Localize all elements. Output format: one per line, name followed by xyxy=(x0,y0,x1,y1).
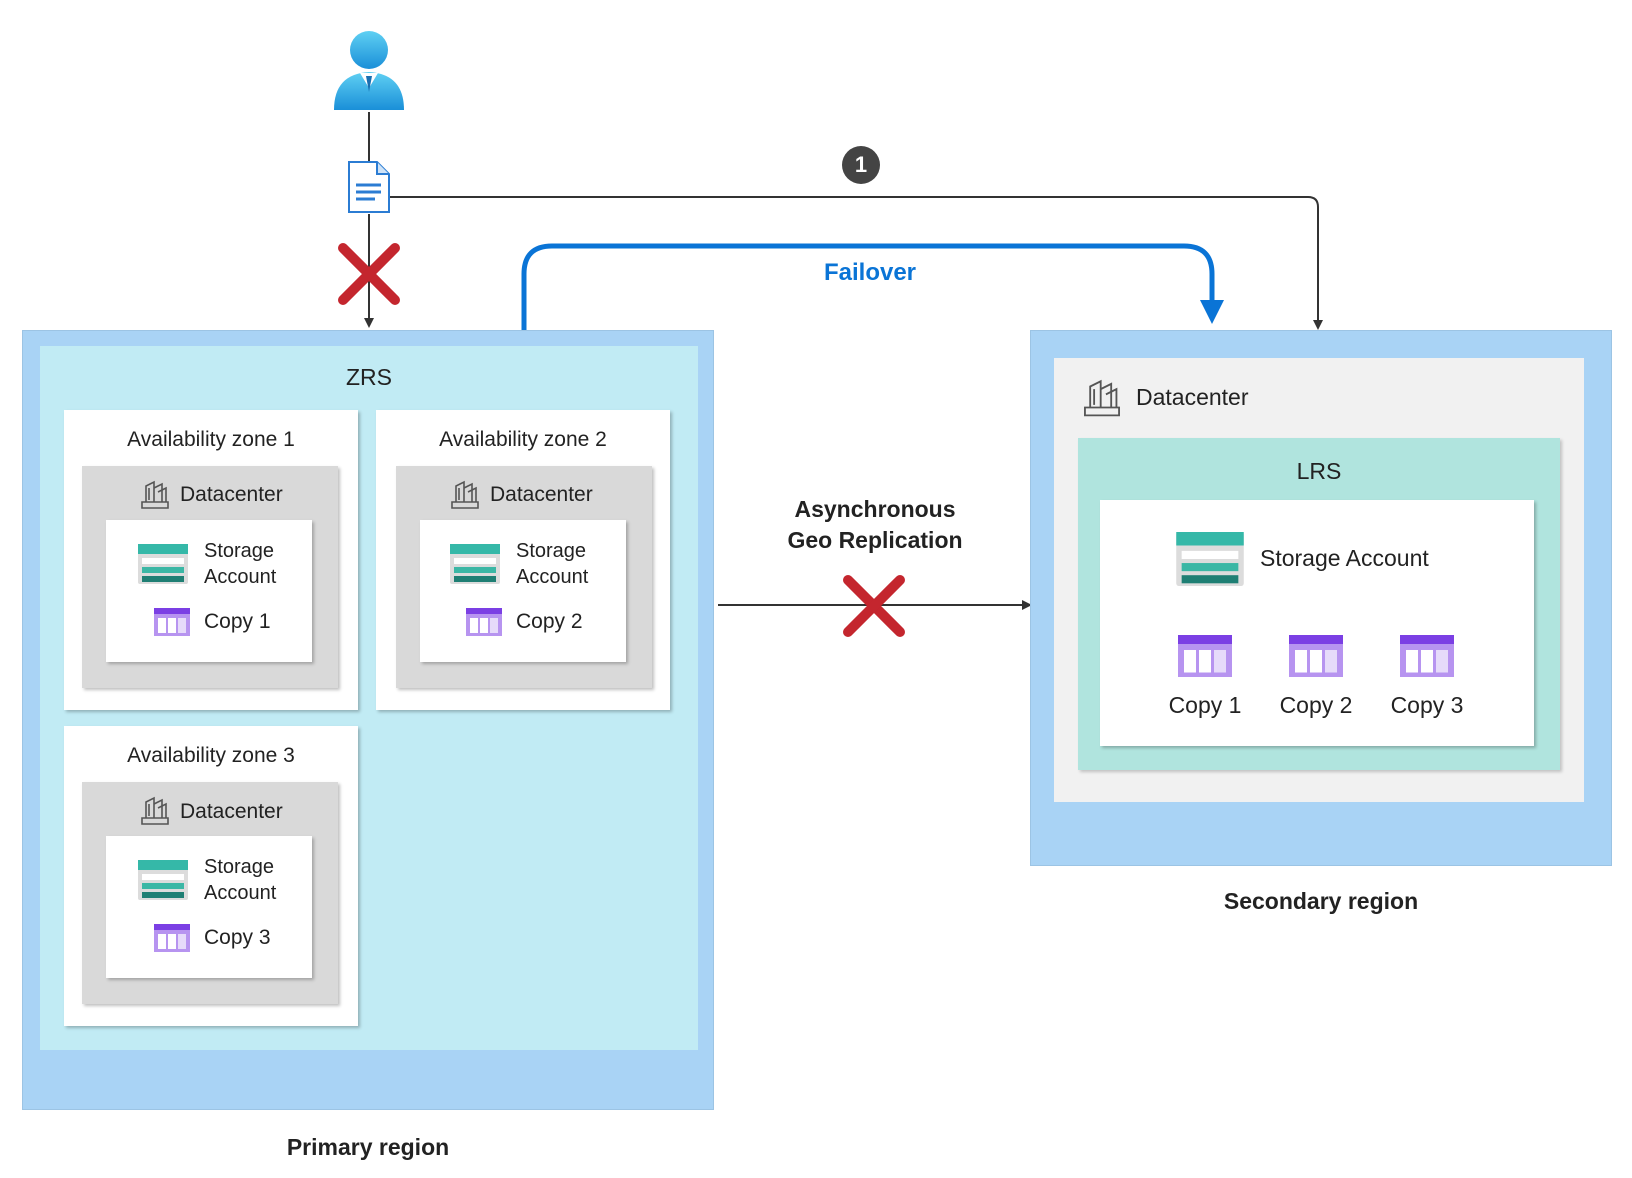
storage-label-line2: Account xyxy=(516,566,589,588)
secondary-region-label: Secondary region xyxy=(1223,888,1419,914)
storage-card xyxy=(106,520,312,662)
datacenter-label: Datacenter xyxy=(180,800,283,823)
copy-table-icon xyxy=(1289,634,1343,683)
datacenter-icon xyxy=(1082,376,1122,423)
user-icon xyxy=(330,30,408,117)
copy-label: Copy 1 xyxy=(204,610,271,633)
copy-label: Copy 3 xyxy=(1390,692,1464,718)
datacenter-icon xyxy=(140,794,170,831)
lrs-label: LRS xyxy=(1296,458,1342,484)
storage-account-icon xyxy=(450,544,500,589)
storage-account-icon xyxy=(138,860,188,905)
replication-failed-x-icon xyxy=(842,574,906,643)
document-icon xyxy=(347,160,391,219)
step-number: 1 xyxy=(854,152,868,177)
storage-card xyxy=(420,520,626,662)
copy-label: Copy 1 xyxy=(1168,692,1242,718)
copy-table-icon xyxy=(1178,634,1232,683)
storage-account-label: Storage Account xyxy=(516,538,588,590)
document-to-secondary-arrow xyxy=(390,196,1323,330)
storage-card xyxy=(106,836,312,978)
storage-label-line1: Storage xyxy=(516,540,587,562)
replication-label-line1: Asynchronous xyxy=(794,496,956,522)
storage-account-label: Storage Account xyxy=(204,538,276,590)
storage-account-icon xyxy=(138,544,188,589)
copy-label: Copy 2 xyxy=(1279,692,1353,718)
datacenter-label: Datacenter xyxy=(180,483,283,506)
storage-label-line1: Storage xyxy=(204,540,275,562)
storage-label-line1: Storage xyxy=(204,856,275,878)
copy-label: Copy 3 xyxy=(204,926,271,949)
storage-label-line2: Account xyxy=(204,566,277,588)
storage-label-line2: Account xyxy=(204,882,277,904)
failover-label: Failover xyxy=(823,259,917,286)
secondary-datacenter-label: Datacenter xyxy=(1136,384,1249,410)
secondary-storage-account-label: Storage Account xyxy=(1260,545,1429,571)
primary-region-label: Primary region xyxy=(286,1134,450,1160)
zone-title: Availability zone 3 xyxy=(127,744,295,767)
zrs-label: ZRS xyxy=(346,364,392,390)
datacenter-icon xyxy=(450,478,480,515)
copy-table-icon xyxy=(466,608,502,641)
storage-account-icon xyxy=(1176,532,1244,591)
replication-label-line2: Geo Replication xyxy=(787,527,963,553)
zone-title: Availability zone 2 xyxy=(439,428,607,451)
copy-label: Copy 2 xyxy=(516,610,583,633)
copy-table-icon xyxy=(154,924,190,957)
zone-title: Availability zone 1 xyxy=(127,428,295,451)
copy-table-icon xyxy=(1400,634,1454,683)
replication-label: Asynchronous Geo Replication xyxy=(760,496,990,554)
step-badge: 1 xyxy=(842,146,880,184)
copy-table-icon xyxy=(154,608,190,641)
datacenter-label: Datacenter xyxy=(490,483,593,506)
secondary-storage-card xyxy=(1100,500,1534,746)
blocked-x-icon xyxy=(337,242,401,311)
failover-arrow xyxy=(521,243,1224,332)
datacenter-icon xyxy=(140,478,170,515)
storage-account-label: Storage Account xyxy=(204,854,276,906)
